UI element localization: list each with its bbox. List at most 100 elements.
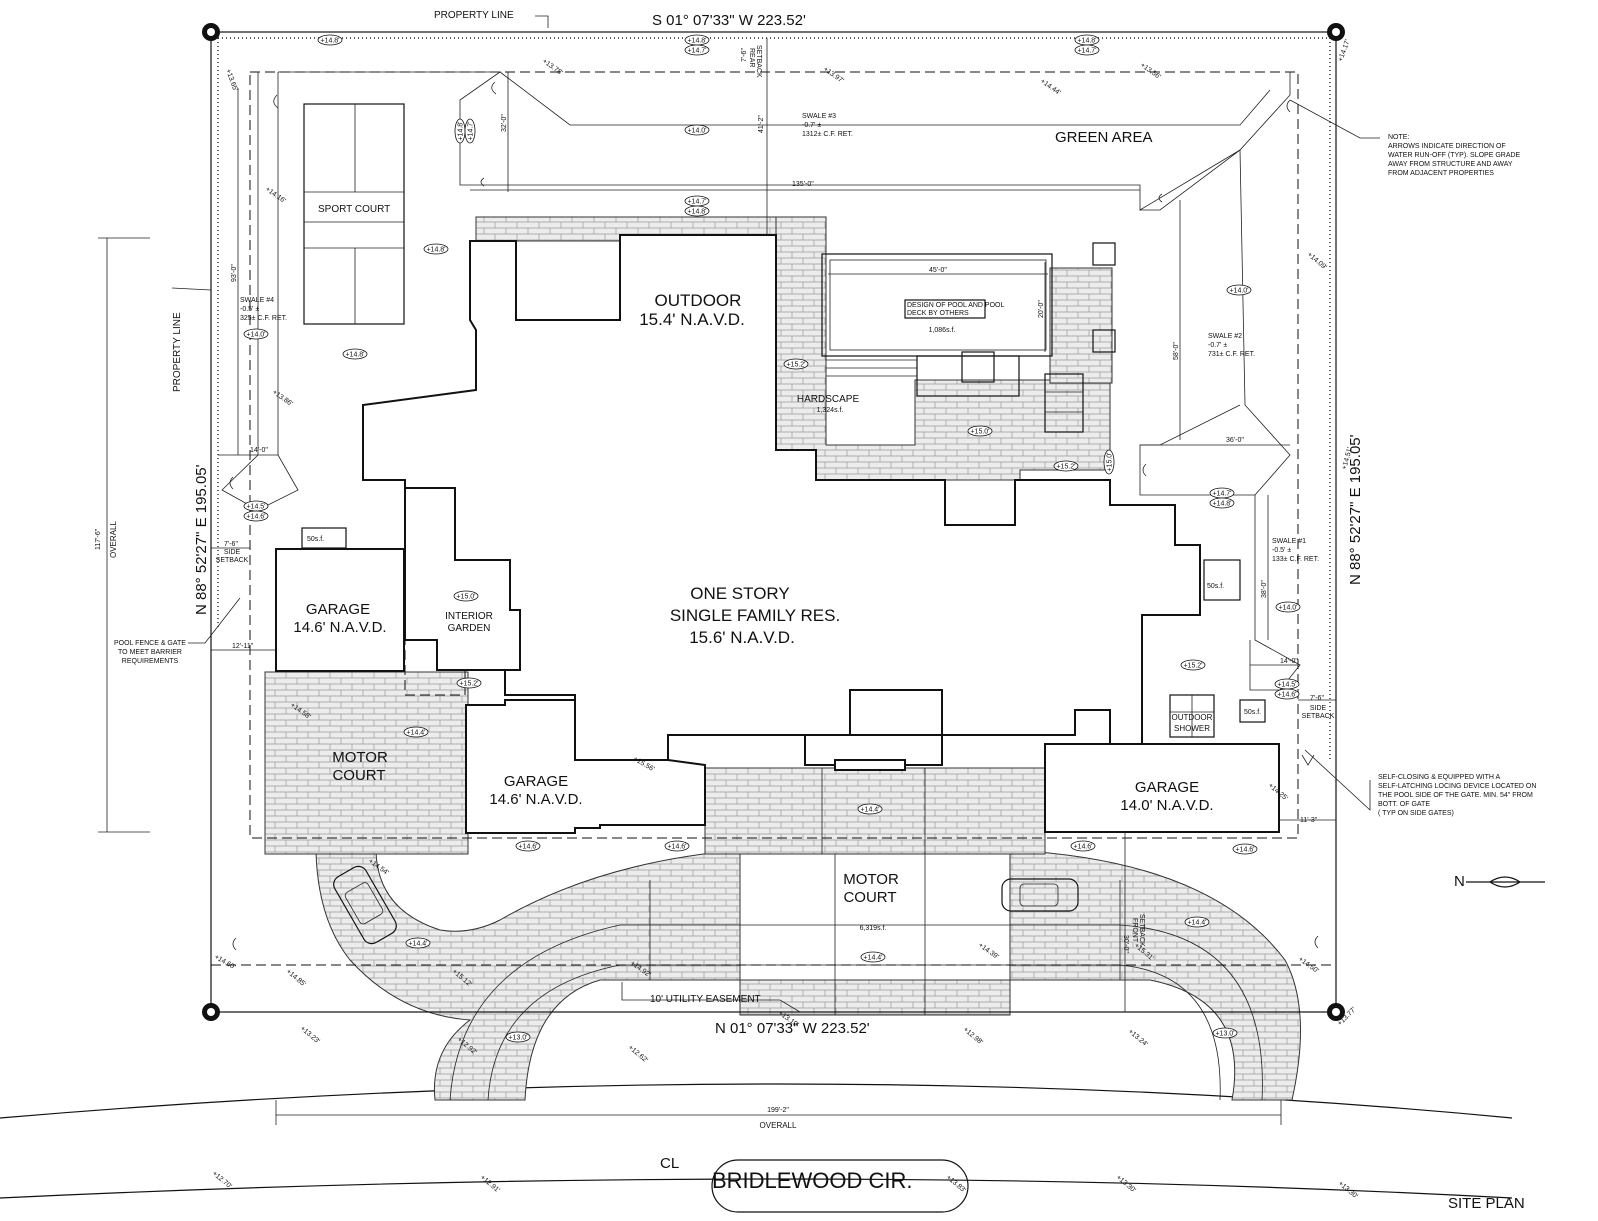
svg-text:7'-6": 7'-6" xyxy=(1310,695,1324,702)
front-driveway xyxy=(315,849,1301,1101)
svg-text:+13.86': +13.86' xyxy=(271,389,294,408)
svg-text:SWALE #4: SWALE #4 xyxy=(240,297,274,304)
svg-text:+14.6': +14.6' xyxy=(518,844,537,851)
svg-text:+14.4': +14.4' xyxy=(1187,920,1206,927)
motor-court-left-label-1: MOTOR xyxy=(332,749,388,766)
svg-text:+13.83': +13.83' xyxy=(945,1174,967,1194)
svg-text:+14.7': +14.7' xyxy=(687,48,706,55)
svg-text:+14.39': +14.39' xyxy=(977,942,1000,961)
garage-middle xyxy=(465,699,706,834)
gate-note-2: SELF-LATCHING LOCING DEVICE LOCATED ON xyxy=(1378,783,1536,790)
garage-left-label-2: 14.6' N.A.V.D. xyxy=(293,619,386,636)
rear-setback-1: REAR xyxy=(748,48,755,67)
svg-text:199'-2": 199'-2" xyxy=(767,1107,789,1114)
svg-text:+14.60': +14.60' xyxy=(213,954,236,972)
svg-text:+14.6': +14.6' xyxy=(246,514,265,521)
svg-text:+13.23': +13.23' xyxy=(299,1025,321,1045)
svg-text:12'-11": 12'-11" xyxy=(232,643,254,650)
svg-text:32'-0": 32'-0" xyxy=(501,114,508,132)
svg-text:20'-0": 20'-0" xyxy=(1038,300,1045,318)
motor-court-front-label-2: COURT xyxy=(843,889,896,906)
svg-text:-0.5' ±: -0.5' ± xyxy=(240,306,259,313)
bearing-right: N 88° 52'27" E 195.05' xyxy=(1347,434,1364,585)
outdoor-shower-label-1: OUTDOOR xyxy=(1172,713,1213,722)
svg-text:+14.09': +14.09' xyxy=(1306,251,1328,271)
elevation-bubbles: +14.8' +14.8' +14.7' +14.8' +14.7' +14.0… xyxy=(243,34,1301,1043)
house-label-3: 15.6' N.A.V.D. xyxy=(689,628,795,647)
interior-garden-label-2: GARDEN xyxy=(448,623,491,634)
svg-text:+14.5': +14.5' xyxy=(246,504,265,511)
side-setback-left-1: SIDE xyxy=(224,549,241,556)
garage-left-label-1: GARAGE xyxy=(306,601,370,618)
outdoor-label-2: 15.4' N.A.V.D. xyxy=(639,310,745,329)
svg-text:+15.2': +15.2' xyxy=(1183,663,1202,670)
garage-left xyxy=(275,548,405,672)
house-label-1: ONE STORY xyxy=(690,584,790,603)
svg-text:+14.0': +14.0' xyxy=(687,128,706,135)
runoff-arrows xyxy=(229,81,1319,951)
street-edge-north xyxy=(0,1083,1513,1119)
area-label: 50s.f. xyxy=(307,536,324,543)
outdoor-label-1: OUTDOOR xyxy=(655,291,742,310)
svg-text:+14.8': +14.8' xyxy=(687,38,706,45)
runoff-note-3: WATER RUN-OFF (TYP). SLOPE GRADE xyxy=(1388,152,1521,159)
svg-text:+14.6': +14.6' xyxy=(1073,844,1092,851)
swale-2-outline xyxy=(1139,149,1291,496)
runoff-note-2: ARROWS INDICATE DIRECTION OF xyxy=(1388,143,1506,150)
svg-text:30'-0": 30'-0" xyxy=(1122,935,1129,953)
dimension-labels: 135'-0" 41'-2" 32'-0" 7'-6" 93'-0" 14'-0… xyxy=(95,48,1324,1114)
svg-text:+12.98': +12.98' xyxy=(962,1026,984,1046)
svg-text:7'-6": 7'-6" xyxy=(741,48,748,62)
equipment-pad-shower xyxy=(1239,699,1266,723)
svg-text:45'-0": 45'-0" xyxy=(929,267,947,274)
garage-right xyxy=(1044,743,1280,833)
pool xyxy=(821,242,1116,433)
street-edge-south xyxy=(0,1178,1513,1199)
side-setback-right-2: SETBACK xyxy=(1302,713,1335,720)
gate-note-1: SELF-CLOSING & EQUIPPED WITH A xyxy=(1378,774,1500,781)
svg-text:1312± C.F. RET.: 1312± C.F. RET. xyxy=(802,131,853,138)
street-island xyxy=(711,1159,969,1213)
svg-text:+13.24': +13.24' xyxy=(1127,1028,1149,1048)
svg-text:+14.0': +14.0' xyxy=(1278,605,1297,612)
street-label: BRIDLEWOOD CIR. xyxy=(712,1168,912,1193)
svg-text:+14.8': +14.8' xyxy=(687,209,706,216)
svg-text:+14.4': +14.4' xyxy=(408,941,427,948)
svg-text:+13.30': +13.30' xyxy=(1115,1174,1137,1194)
svg-text:36'-0": 36'-0" xyxy=(1226,437,1244,444)
svg-text:+14.8': +14.8' xyxy=(1077,38,1096,45)
svg-text:+14.16': +14.16' xyxy=(264,186,287,205)
equipment-pad-left xyxy=(301,527,347,549)
side-setback-left-2: SETBACK xyxy=(216,557,249,564)
fence-note-2: TO MEET BARRIER xyxy=(118,649,182,656)
interior-garden-label-1: INTERIOR xyxy=(445,611,493,622)
svg-text:SWALE #2: SWALE #2 xyxy=(1208,333,1242,340)
svg-text:+14.7': +14.7' xyxy=(1212,491,1231,498)
hardscape-label: HARDSCAPE xyxy=(797,394,860,405)
fence-note-3: REQUIREMENTS xyxy=(122,658,179,665)
svg-text:+14.0': +14.0' xyxy=(1229,288,1248,295)
svg-text:+14.6': +14.6' xyxy=(1277,692,1296,699)
svg-text:+15.0': +15.0' xyxy=(970,429,989,436)
svg-text:+14.44': +14.44' xyxy=(1039,78,1062,97)
svg-text:+12.70': +12.70' xyxy=(211,1170,233,1190)
svg-text:+15.2': +15.2' xyxy=(1056,464,1075,471)
svg-text:133± C.F. RET.: 133± C.F. RET. xyxy=(1272,556,1319,563)
garage-mid-label-1: GARAGE xyxy=(504,773,568,790)
svg-text:+12.62': +12.62' xyxy=(627,1044,649,1064)
svg-text:+14.85': +14.85' xyxy=(285,968,307,988)
gate-note-4: BOTT. OF GATE xyxy=(1378,801,1430,808)
svg-text:135'-0": 135'-0" xyxy=(792,181,814,188)
house-label-2: SINGLE FAMILY RES. xyxy=(670,606,840,625)
swale-4-outline xyxy=(221,72,299,511)
swale-labels: SWALE #1 -0.5' ± 133± C.F. RET. SWALE #2… xyxy=(240,113,1319,563)
svg-text:7'-6": 7'-6" xyxy=(224,541,238,548)
green-area-label: GREEN AREA xyxy=(1055,129,1153,146)
svg-text:14'-0": 14'-0" xyxy=(1280,658,1298,665)
overall-bottom-label: OVERALL xyxy=(760,1121,797,1130)
svg-text:58'-0": 58'-0" xyxy=(1173,342,1180,360)
svg-text:-0.5' ±: -0.5' ± xyxy=(1272,547,1291,554)
north-arrow-icon: N xyxy=(1454,873,1545,890)
runoff-note-1: NOTE: xyxy=(1388,134,1409,141)
